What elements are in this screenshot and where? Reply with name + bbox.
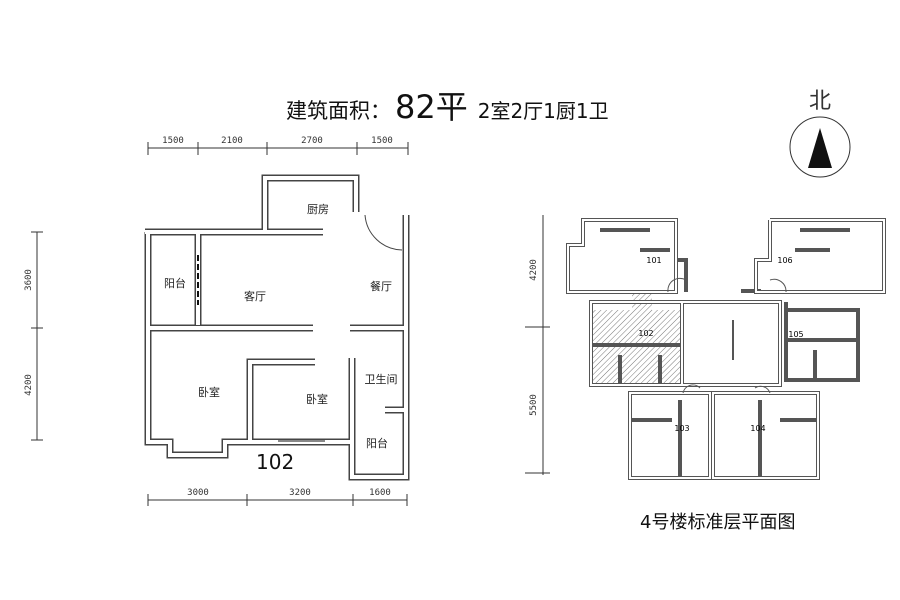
dim-top-3: 2700 bbox=[301, 136, 323, 146]
room-bathroom: 卫生间 bbox=[365, 372, 398, 386]
unit-104: 104 bbox=[750, 424, 765, 433]
dim-bottom-1: 3000 bbox=[187, 488, 209, 498]
room-balcony-west: 阳台 bbox=[164, 276, 186, 290]
unit-walls bbox=[144, 174, 410, 481]
top-dimension: 1500 2100 2700 1500 bbox=[147, 136, 409, 155]
unit-105: 105 bbox=[788, 330, 803, 339]
dim-bottom-2: 3200 bbox=[289, 488, 311, 498]
fp-dim-2: 5500 bbox=[529, 394, 539, 416]
room-bedroom-master: 卧室 bbox=[198, 385, 220, 399]
area-value: 82平 bbox=[395, 88, 468, 126]
entry-door-swing bbox=[364, 214, 403, 251]
unit-103: 103 bbox=[674, 424, 689, 433]
layout-text: 2室2厅1厨1卫 bbox=[477, 99, 609, 123]
left-dimension: 3600 4200 bbox=[24, 231, 43, 441]
north-arrow-icon bbox=[789, 116, 851, 178]
area-label: 建筑面积： bbox=[286, 99, 391, 123]
floor-plan-dimension: 4200 5500 bbox=[525, 215, 550, 475]
unit-101: 101 bbox=[646, 256, 661, 265]
room-balcony-south: 阳台 bbox=[366, 436, 388, 450]
room-living: 客厅 bbox=[244, 289, 266, 303]
dim-top-2: 2100 bbox=[221, 136, 243, 146]
unit-102-label: 102 bbox=[638, 329, 653, 338]
dim-left-1: 3600 bbox=[24, 269, 34, 291]
room-kitchen: 厨房 bbox=[307, 203, 329, 216]
unit-102-highlight bbox=[592, 310, 682, 385]
bottom-dimension: 3000 3200 1600 bbox=[147, 488, 408, 506]
room-dining: 餐厅 bbox=[370, 279, 392, 293]
floor-plan-caption: 4号楼标准层平面图 bbox=[640, 512, 796, 533]
fp-dim-1: 4200 bbox=[529, 259, 539, 281]
unit-number: 102 bbox=[256, 450, 295, 474]
compass-label: 北 bbox=[809, 89, 831, 114]
dim-top-1: 1500 bbox=[162, 136, 184, 146]
dim-top-4: 1500 bbox=[371, 136, 393, 146]
room-bedroom-second: 卧室 bbox=[306, 392, 328, 406]
dim-bottom-3: 1600 bbox=[369, 488, 391, 498]
building-floor-plan bbox=[566, 218, 886, 480]
dim-left-2: 4200 bbox=[24, 374, 34, 396]
plan-title: 建筑面积：82平 2室2厅1厨1卫 bbox=[286, 82, 609, 128]
unit-106: 106 bbox=[777, 256, 792, 265]
